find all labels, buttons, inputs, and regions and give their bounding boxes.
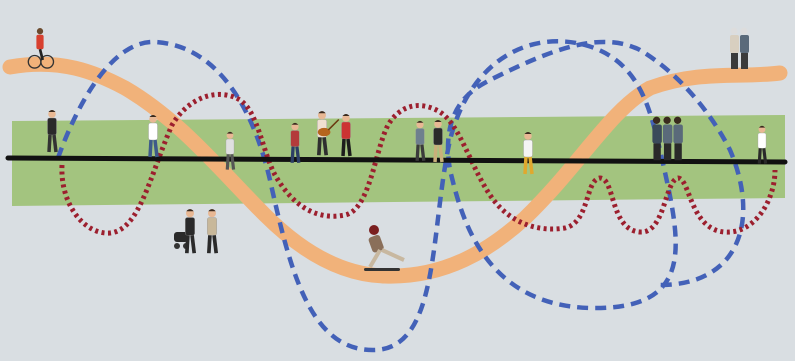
person-figure-group	[652, 117, 682, 161]
